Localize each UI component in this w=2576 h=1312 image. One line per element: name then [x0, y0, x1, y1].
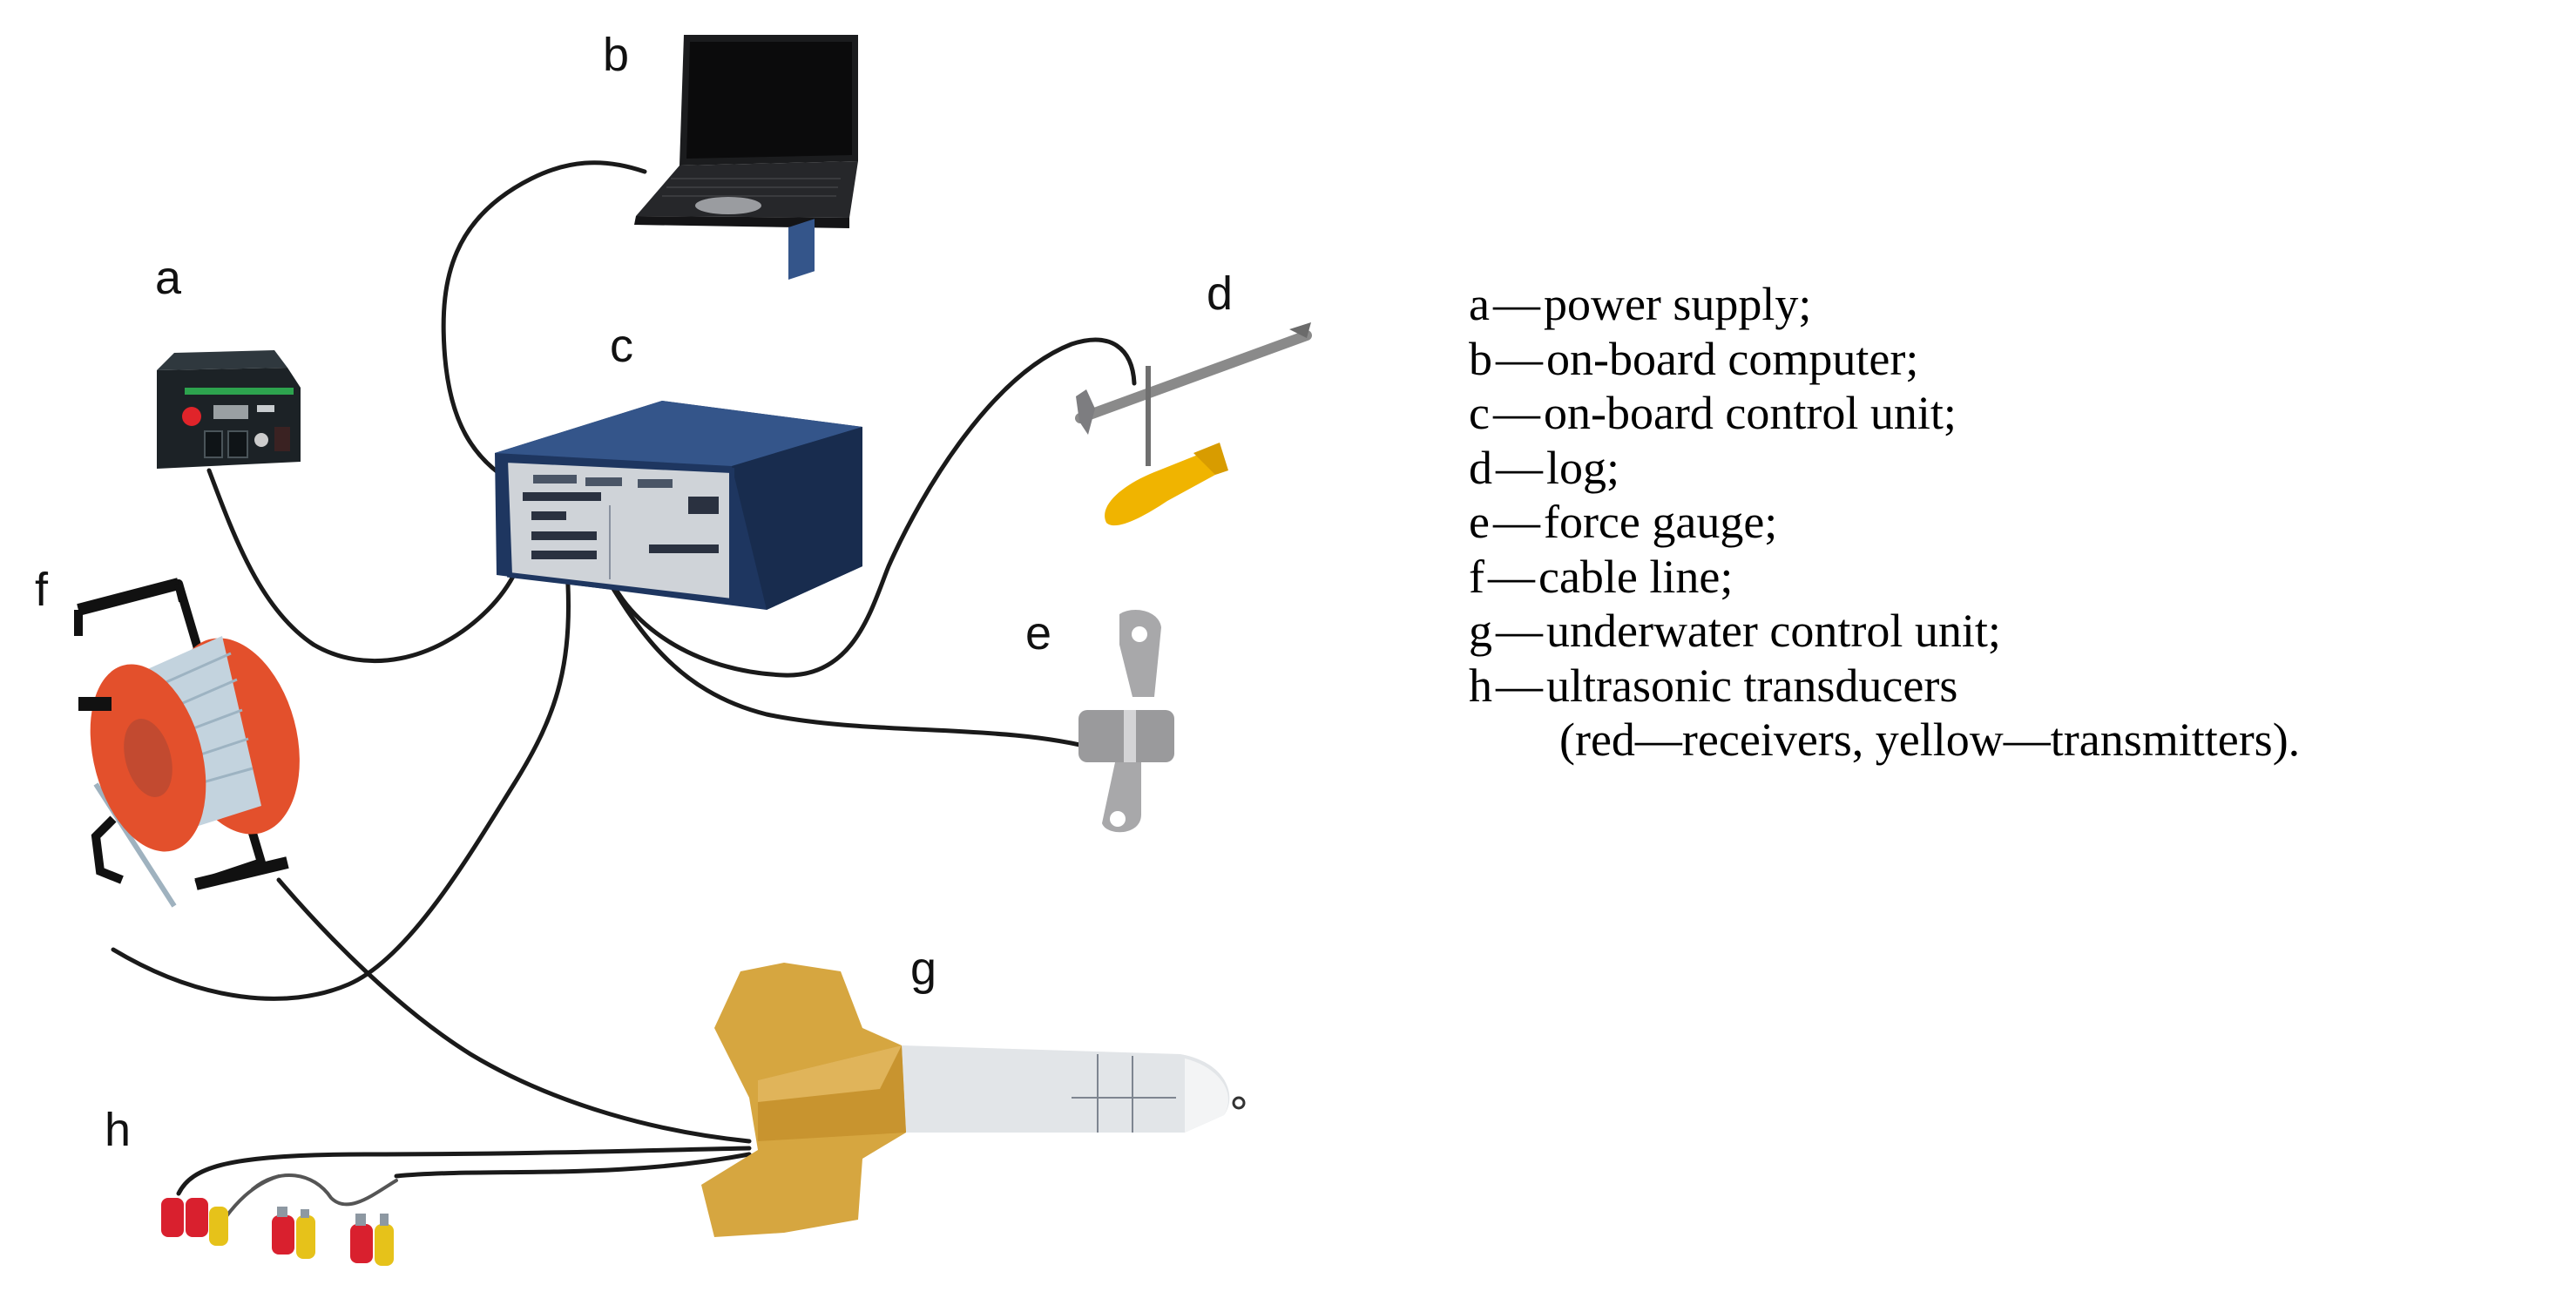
legend-dash: —	[1496, 441, 1543, 494]
figure-label-b: b	[603, 29, 630, 81]
legend-dash: —	[1496, 332, 1543, 385]
figure-label-h: h	[105, 1104, 132, 1156]
legend-item-f: f—cable line;	[1469, 550, 2300, 605]
figure-label-g: g	[910, 943, 937, 995]
control-unit-icon	[495, 219, 862, 610]
equipment-illustration	[74, 35, 1312, 1266]
legend-dash: —	[1487, 550, 1535, 603]
legend-item-e: e—force gauge;	[1469, 495, 2300, 550]
equipment-figure: a b c d e f g h	[35, 29, 1312, 1266]
legend-key: d	[1469, 441, 1492, 494]
legend-text: cable line;	[1538, 550, 1734, 603]
legend-dash: —	[1492, 387, 1540, 439]
cables	[111, 160, 1137, 1230]
legend-dash: —	[1492, 278, 1540, 330]
legend-key: g	[1469, 605, 1492, 657]
figure-label-a: a	[155, 252, 182, 304]
legend-key: b	[1469, 332, 1492, 385]
legend-item-g: g—underwater control unit;	[1469, 604, 2300, 659]
legend-key: f	[1469, 550, 1484, 603]
legend-text: force gauge;	[1543, 496, 1778, 548]
legend-text: ultrasonic transducers	[1546, 659, 1958, 712]
legend-item-d: d—log;	[1469, 441, 2300, 496]
legend-text: power supply;	[1543, 278, 1812, 330]
force-gauge-icon	[1078, 610, 1174, 833]
legend-item-h: h—ultrasonic transducers	[1469, 659, 2300, 713]
legend-text: on-board control unit;	[1543, 387, 1957, 439]
legend-key: h	[1469, 659, 1492, 712]
legend-dash: —	[1496, 605, 1543, 657]
cable-reel-icon	[74, 578, 300, 908]
log-icon	[1075, 322, 1312, 526]
legend-item-h-continuation: (red—receivers, yellow—transmitters).	[1559, 713, 2301, 766]
legend-key: c	[1469, 387, 1490, 439]
legend-dash: —	[1496, 659, 1543, 712]
legend-key: a	[1469, 278, 1490, 330]
figure-legend: a—power supply; b—on-board computer; c—o…	[1469, 277, 2300, 768]
legend-item-c: c—on-board control unit;	[1469, 386, 2300, 441]
figure-label-d: d	[1207, 267, 1234, 320]
figure-label-c: c	[610, 320, 633, 372]
legend-dash: —	[1492, 496, 1540, 548]
legend-text: underwater control unit;	[1546, 605, 2001, 657]
legend-item-b: b—on-board computer;	[1469, 332, 2300, 387]
transducers-icon	[161, 1198, 394, 1266]
figure-label-f: f	[35, 564, 49, 616]
power-supply-icon	[157, 350, 301, 469]
laptop-icon	[634, 35, 858, 228]
legend-item-a: a—power supply;	[1469, 277, 2300, 332]
legend-key: e	[1469, 496, 1490, 548]
legend-text: log;	[1546, 441, 1620, 494]
underwater-unit-icon	[701, 963, 1246, 1237]
figure-label-e: e	[1025, 607, 1052, 659]
legend-text: on-board computer;	[1546, 332, 1919, 385]
